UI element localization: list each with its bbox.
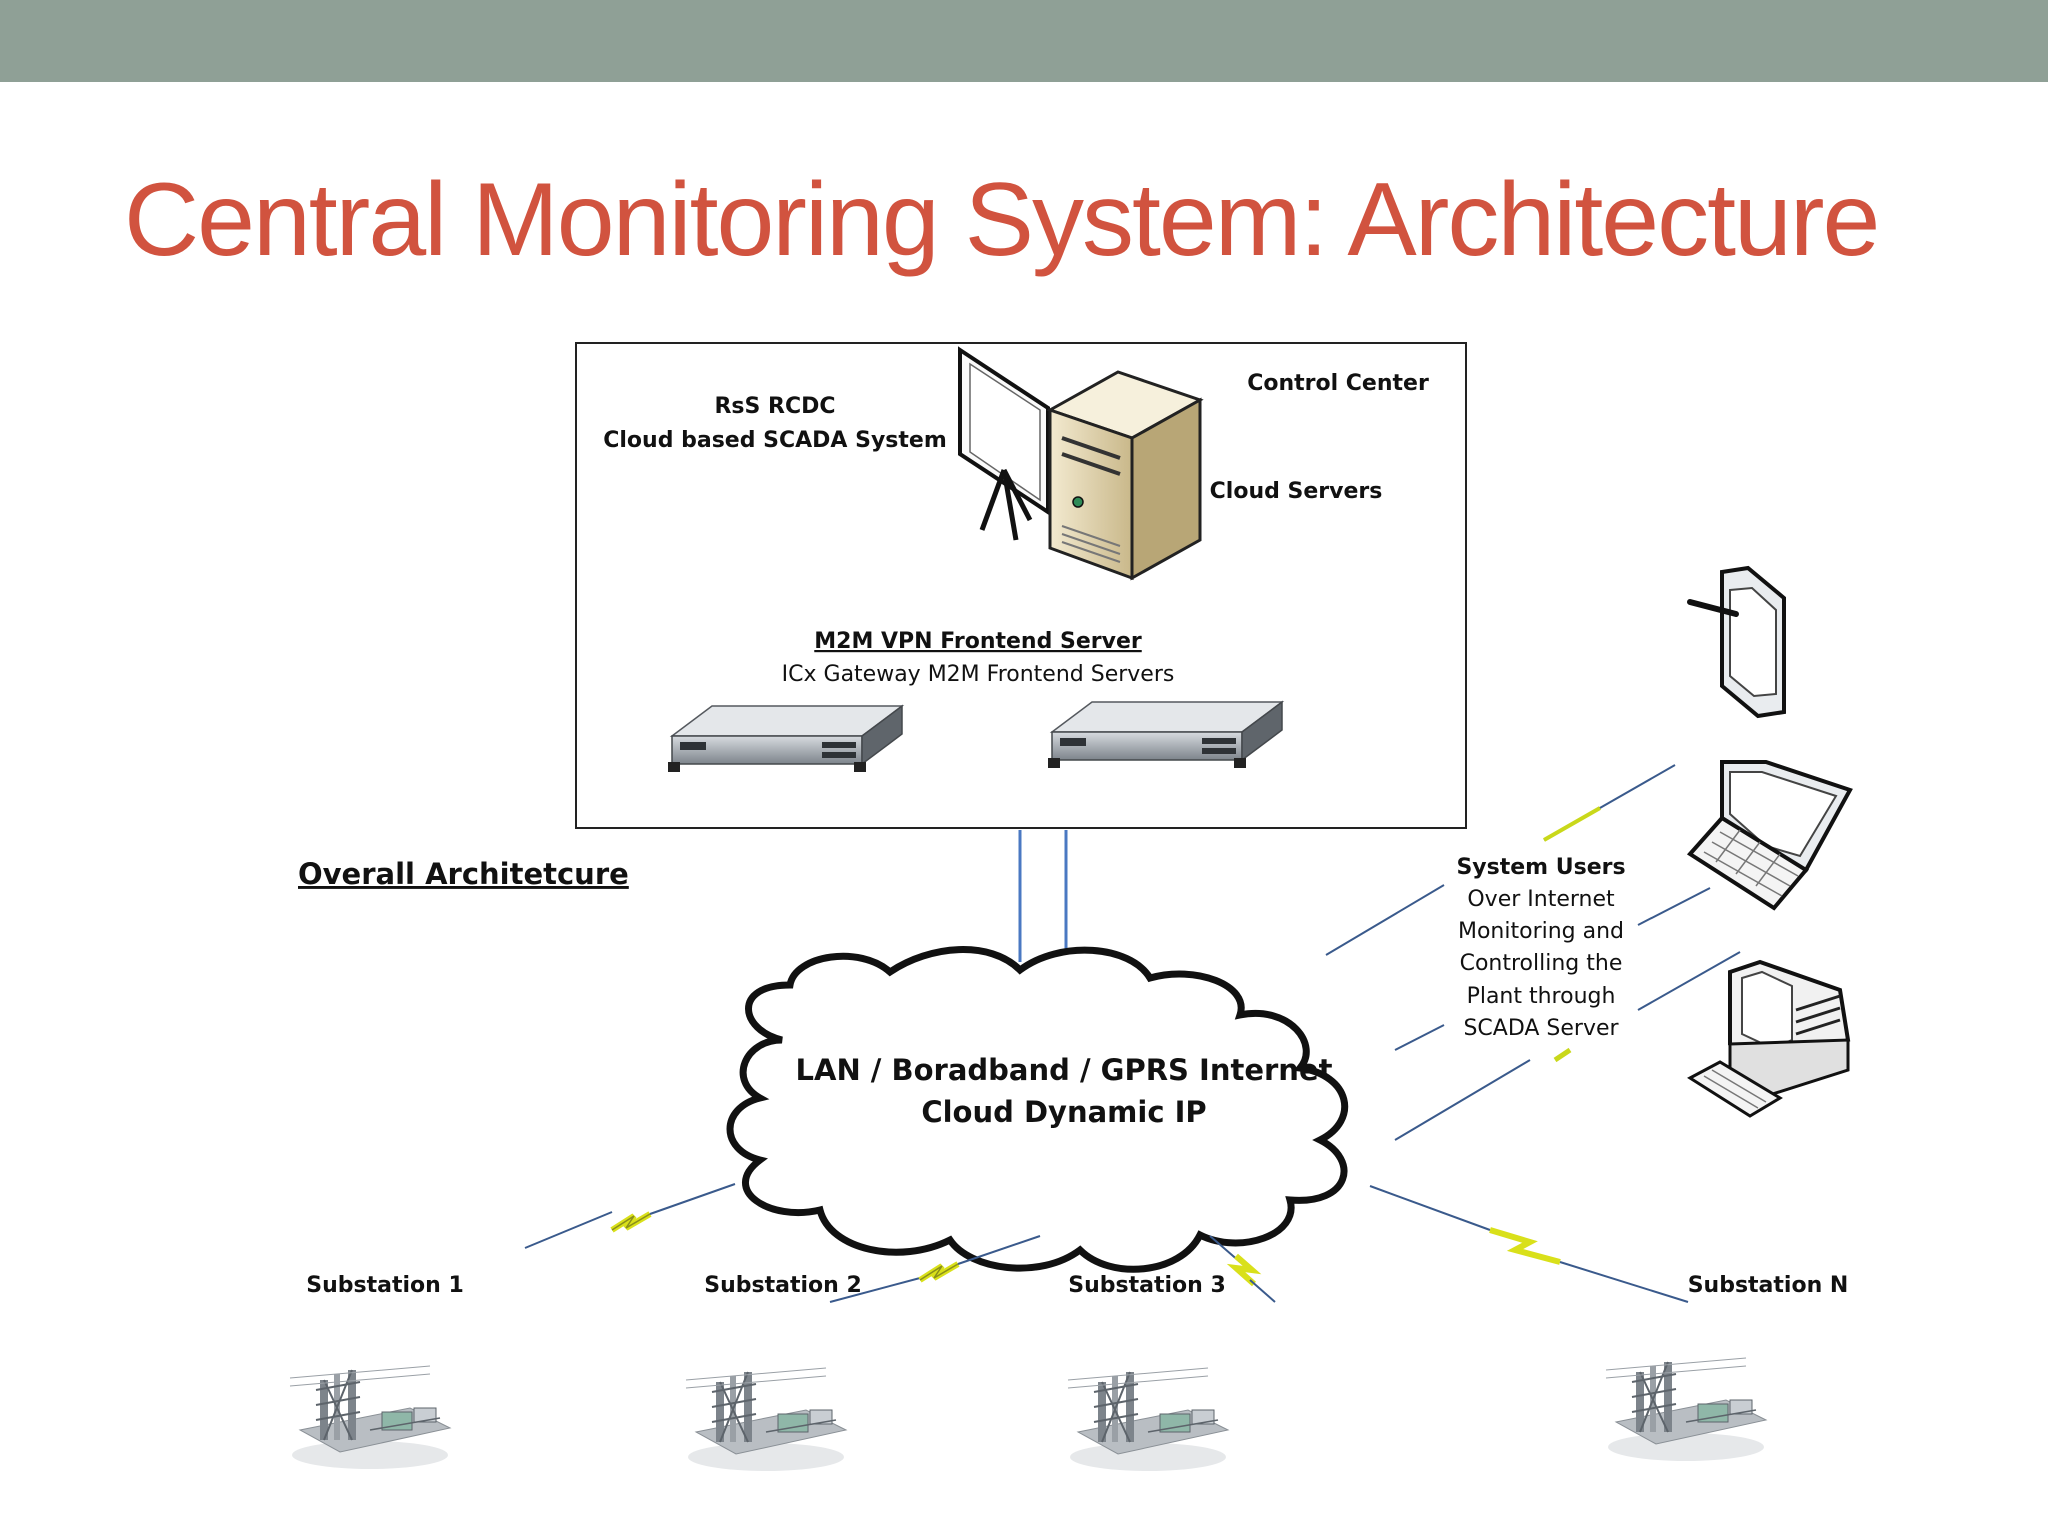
substation-label: Substation 3 [1068,1273,1226,1298]
substation-icon [685,1367,847,1472]
cloud-line1: LAN / Boradband / GPRS Internet [796,1053,1333,1087]
network-cloud [726,946,1349,1273]
system-users-line: Plant through [1467,984,1616,1009]
cloud-servers-label: Cloud Servers [1210,479,1383,504]
top-band [0,0,2048,82]
laptop-icon [1686,760,1853,911]
user-link-line [1637,951,1741,1011]
substation-icon [1605,1357,1767,1462]
substation-label: Substation 2 [704,1273,862,1298]
user-link-line [1637,887,1711,926]
substation-label: Substation N [1688,1273,1849,1298]
user-link-line [1325,884,1445,956]
frontend-subtitle: ICx Gateway M2M Frontend Servers [782,662,1175,687]
user-link-line [1394,1024,1445,1051]
system-users-line: Over Internet [1467,887,1615,912]
system-users-line: Monitoring and [1458,919,1624,944]
projector-screen-icon [958,346,1050,541]
desktop-computer-icon [1687,959,1851,1118]
user-link-line [1553,1047,1572,1063]
lightning-link-icon [524,1183,736,1249]
control-center-label: Control Center [1247,371,1429,396]
tablet-icon [1687,565,1786,719]
user-link-line [1543,806,1601,842]
system-users-line: Controlling the [1460,951,1623,976]
lightning-link-icon [1209,1235,1276,1303]
rcdc-line2: Cloud based SCADA System [603,428,947,453]
rcdc-line1: RsS RCDC [714,394,835,419]
overall-architecture-label: Overall Architetcure [298,857,629,891]
frontend-title: M2M VPN Frontend Server [814,629,1142,654]
system-users-title: System Users [1456,855,1625,880]
lightning-link-icon [829,1235,1041,1303]
substation-icon [1067,1367,1229,1472]
lightning-link-icon [1369,1185,1689,1303]
tower-server-icon [1046,370,1204,581]
user-link-line [1394,1059,1531,1141]
substation-icon [289,1365,451,1470]
substation-label: Substation 1 [306,1273,464,1298]
system-users-line: SCADA Server [1463,1016,1619,1041]
slide-title: Central Monitoring System: Architecture [124,162,1880,278]
cloud-line2: Cloud Dynamic IP [921,1095,1206,1129]
